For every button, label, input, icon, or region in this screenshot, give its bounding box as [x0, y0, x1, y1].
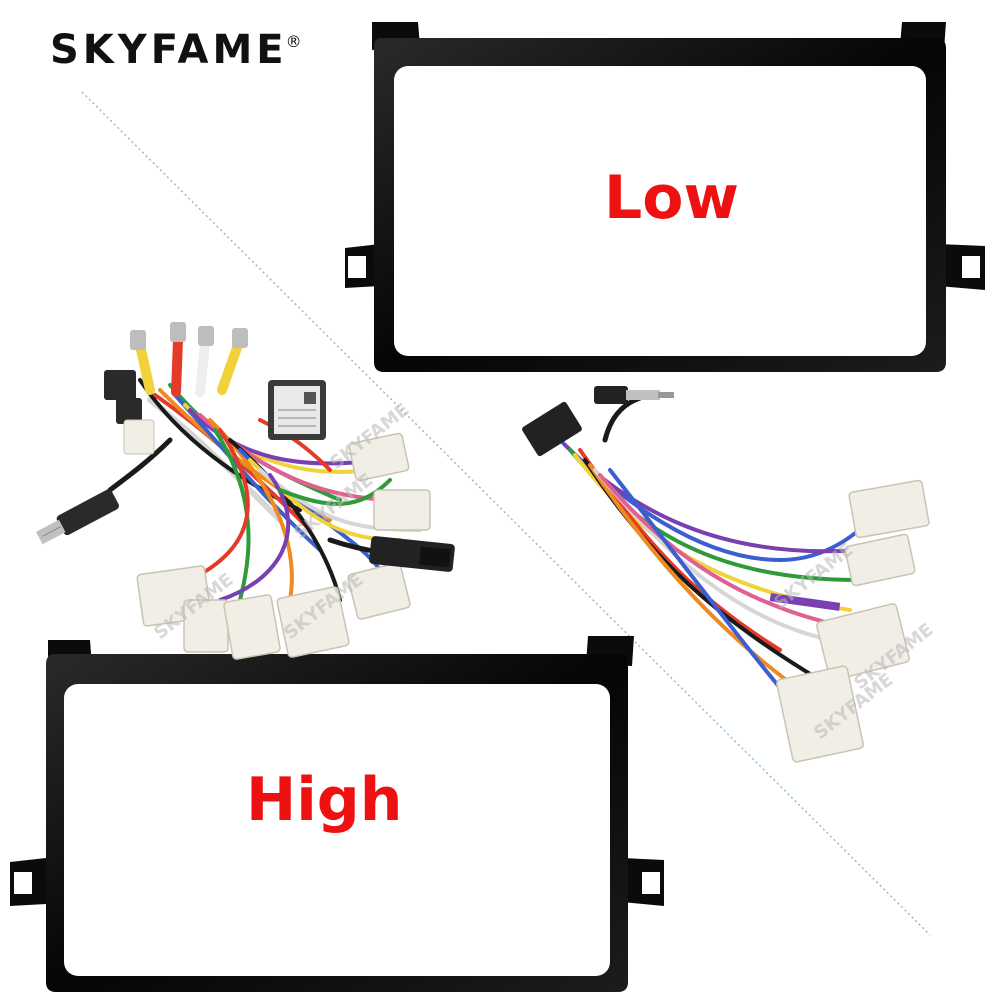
low-version-label: Low [604, 163, 739, 233]
registered-mark: ® [285, 32, 302, 51]
divider-line [81, 91, 931, 936]
high-version-label: High [246, 765, 403, 835]
secondary-wiring-harness [522, 386, 930, 763]
brand-name: SKYFAME [50, 27, 288, 73]
brand-logo: SKYFAME® [50, 24, 304, 76]
low-dash-frame [345, 22, 985, 372]
main-wiring-harness [35, 322, 455, 660]
high-dash-frame [10, 636, 664, 992]
